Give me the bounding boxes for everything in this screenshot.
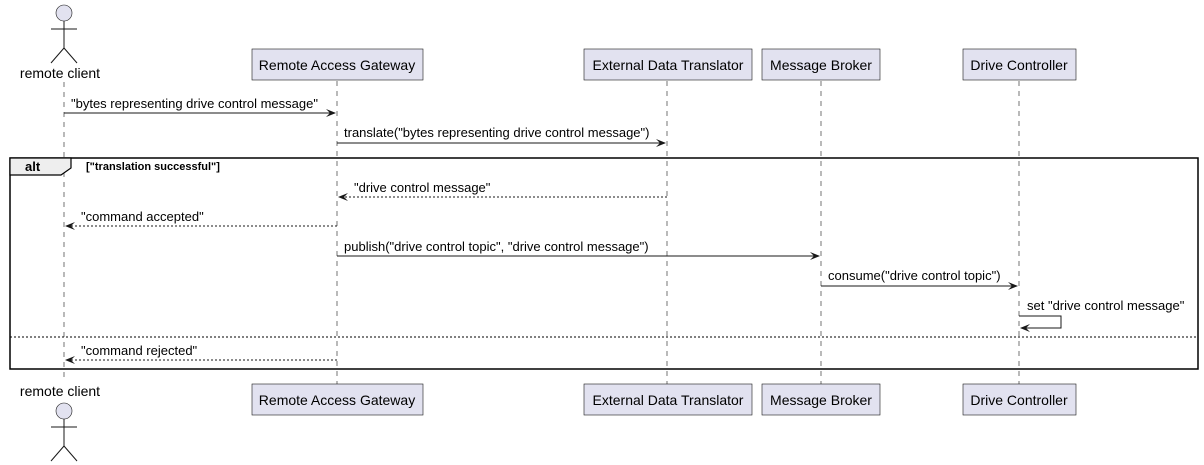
participant-label: External Data Translator bbox=[593, 57, 744, 73]
participant-drive-controller-top: Drive Controller bbox=[962, 48, 1077, 81]
participant-drive-controller-bottom: Drive Controller bbox=[962, 383, 1077, 416]
message-label: translate("bytes representing drive cont… bbox=[344, 125, 649, 140]
message-2: translate("bytes representing drive cont… bbox=[337, 125, 666, 147]
participant-label: External Data Translator bbox=[593, 392, 744, 408]
actor-head-icon bbox=[55, 4, 73, 22]
message-1: "bytes representing drive control messag… bbox=[64, 96, 336, 117]
participant-box bbox=[583, 383, 753, 416]
participant-label: Message Broker bbox=[770, 392, 872, 408]
actor-head-icon bbox=[55, 402, 73, 420]
participant-box bbox=[962, 48, 1077, 81]
message-7-self: set "drive control message" bbox=[1019, 298, 1185, 332]
participant-label: Drive Controller bbox=[970, 57, 1068, 73]
participant-external-data-translator-bottom: External Data Translator bbox=[583, 383, 753, 416]
participant-box bbox=[583, 48, 753, 81]
participant-box bbox=[962, 383, 1077, 416]
actor-remote-client-top: remote client bbox=[20, 4, 100, 81]
actor-leg-right bbox=[63, 47, 78, 64]
participant-box bbox=[251, 383, 424, 416]
participant-remote-client-bottom-label: remote client bbox=[20, 383, 100, 399]
participant-label: Remote Access Gateway bbox=[259, 392, 415, 408]
message-label: publish("drive control topic", "drive co… bbox=[344, 239, 649, 254]
actor-leg-left bbox=[50, 47, 65, 64]
alt-frame bbox=[9, 157, 1199, 370]
message-3: "drive control message" bbox=[338, 180, 667, 201]
participant-remote-access-gateway-bottom: Remote Access Gateway bbox=[251, 383, 424, 416]
participant-box bbox=[251, 48, 424, 81]
message-label: consume("drive control topic") bbox=[828, 268, 1001, 283]
actor-leg-right bbox=[63, 445, 78, 462]
alt-guard: ["translation successful"] bbox=[86, 161, 220, 173]
message-label: "bytes representing drive control messag… bbox=[71, 96, 318, 111]
participant-box bbox=[761, 383, 881, 416]
message-5: publish("drive control topic", "drive co… bbox=[337, 239, 820, 260]
participant-remote-access-gateway-top: Remote Access Gateway bbox=[251, 48, 424, 81]
alt-label: alt bbox=[25, 159, 41, 174]
participant-label: Remote Access Gateway bbox=[259, 57, 415, 73]
actor-leg-left bbox=[50, 445, 65, 462]
message-label: "drive control message" bbox=[354, 180, 491, 195]
message-label: "command rejected" bbox=[81, 343, 198, 358]
message-label: set "drive control message" bbox=[1027, 298, 1185, 313]
participant-label: Message Broker bbox=[770, 57, 872, 73]
message-8: "command rejected" bbox=[65, 343, 337, 364]
actor-remote-client-bottom: remote client bbox=[20, 383, 100, 462]
message-4: "command accepted" bbox=[65, 209, 337, 230]
participant-message-broker-bottom: Message Broker bbox=[761, 383, 881, 416]
participant-message-broker-top: Message Broker bbox=[761, 48, 881, 81]
message-6: consume("drive control topic") bbox=[821, 268, 1018, 290]
participant-remote-client-top-label: remote client bbox=[20, 65, 100, 81]
participant-external-data-translator-top: External Data Translator bbox=[583, 48, 753, 81]
alt-tab bbox=[9, 157, 72, 176]
message-arrow bbox=[1019, 315, 1062, 332]
participant-label: Drive Controller bbox=[970, 392, 1068, 408]
participant-box bbox=[761, 48, 881, 81]
message-label: "command accepted" bbox=[81, 209, 204, 224]
